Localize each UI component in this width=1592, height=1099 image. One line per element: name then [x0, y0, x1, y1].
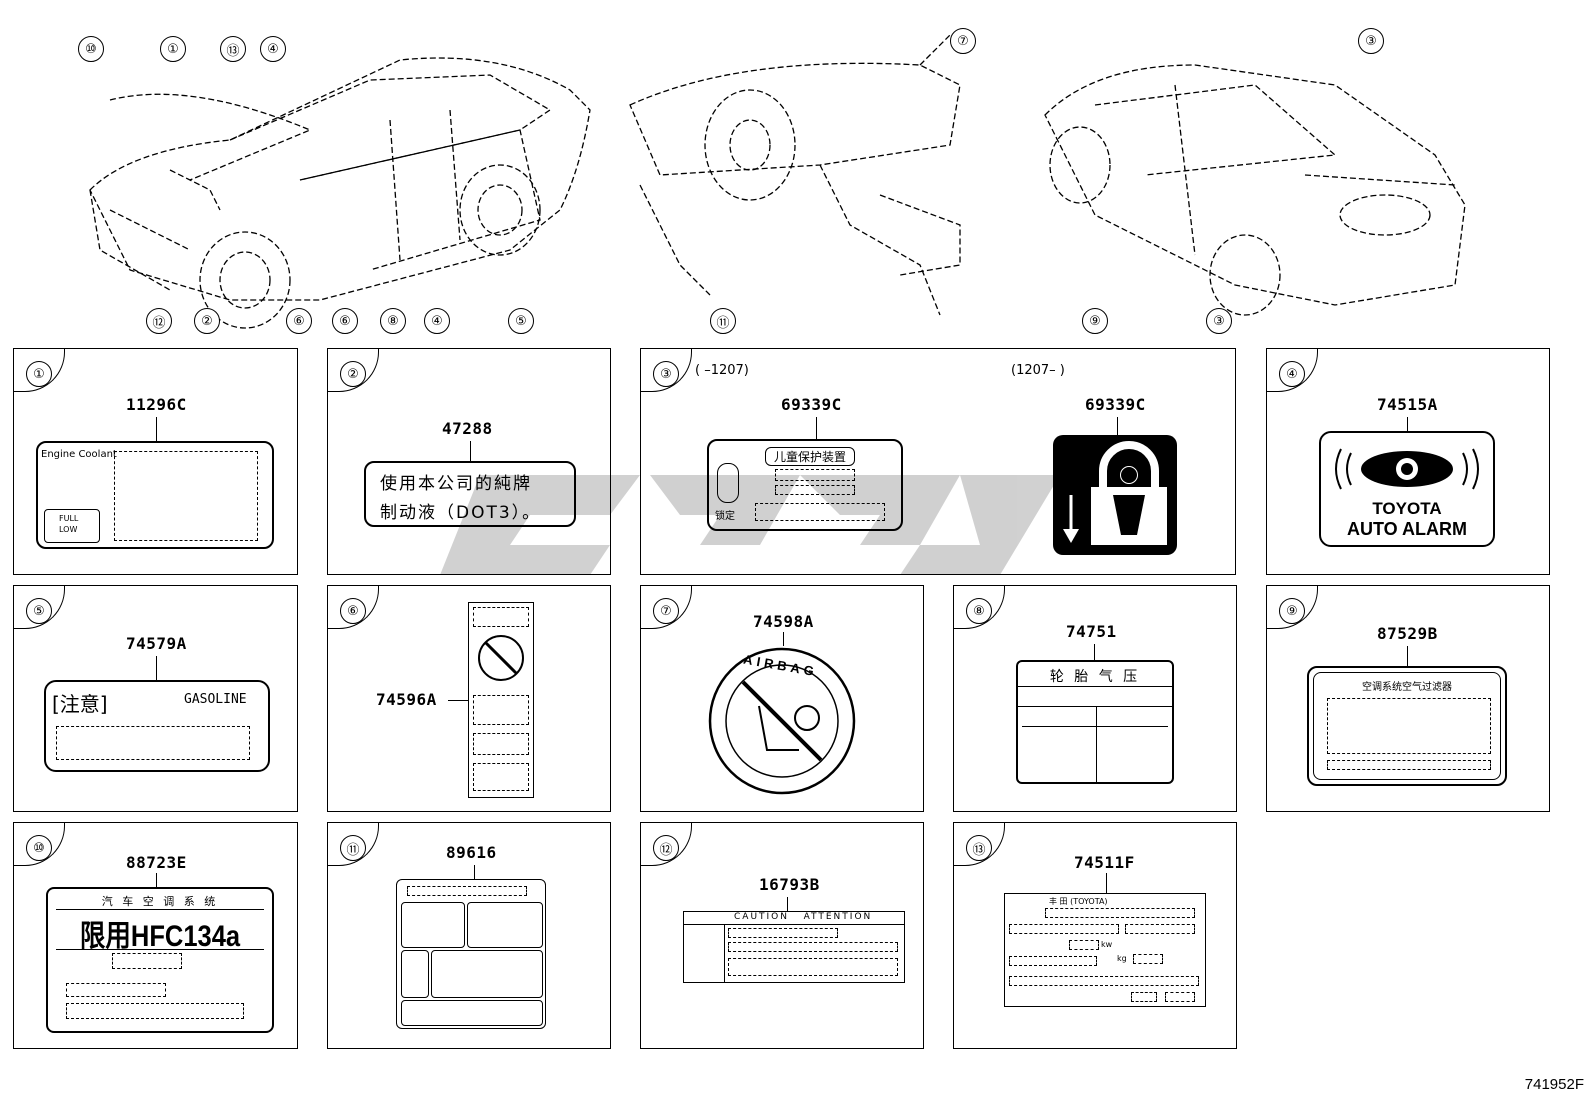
part-number: 74511F [1074, 853, 1135, 872]
panel-4: ④ 74515A TOYOTA AUTO ALARM [1266, 348, 1550, 575]
panel-13: ⑬ 74511F 丰 田 (TOYOTA) kw kg [953, 822, 1237, 1049]
ac-refrigerant-label: 汽 车 空 调 系 统 限用HFC134a [46, 887, 274, 1033]
callout-4-top: ④ [260, 36, 286, 62]
callout-2-bottom: ② [194, 308, 220, 334]
front-car-illustration [89, 57, 591, 329]
panel-number: ⑦ [653, 598, 679, 624]
panel-number: ⑨ [1279, 598, 1305, 624]
callout-12-bottom: ⑫ [146, 308, 172, 334]
part-number: 47288 [442, 419, 493, 438]
panel-2: ② 47288 使用本公司的純牌 制动液（DOT3）。 [327, 348, 611, 575]
panel-number: ⑬ [966, 835, 992, 861]
panel-12: ⑫ 16793B CAUTION ATTENTION [640, 822, 924, 1049]
date-range-before: ( –1207) [695, 363, 749, 378]
part-number: 74579A [126, 634, 187, 653]
panel-number: ⑪ [340, 835, 366, 861]
panel-8: ⑧ 74751 轮 胎 气 压 [953, 585, 1237, 812]
alarm-icon [1335, 448, 1479, 490]
part-number: 16793B [759, 875, 820, 894]
panel-11: ⑪ 89616 [327, 822, 611, 1049]
panel-7: ⑦ 74598A AIRBAG [640, 585, 924, 812]
ac-filter-label: 空调系统空气过滤器 [1307, 666, 1507, 786]
panel-5: ⑤ 74579A [注意] GASOLINE [13, 585, 298, 812]
panel-number: ⑤ [26, 598, 52, 624]
part-number: 87529B [1377, 624, 1438, 643]
instruction-label [396, 879, 546, 1029]
panel-6: ⑥ 74596A [327, 585, 611, 812]
airbag-warning-sticker [708, 647, 856, 795]
callout-3-bottom: ③ [1206, 308, 1232, 334]
callout-6a-bottom: ⑥ [286, 308, 312, 334]
auto-alarm-label: TOYOTA AUTO ALARM [1319, 431, 1495, 547]
part-number: 88723E [126, 853, 187, 872]
part-number: 89616 [446, 843, 497, 862]
part-number-1: 69339C [781, 395, 842, 414]
panel-number: ⑥ [340, 598, 366, 624]
brake-fluid-label: 使用本公司的純牌 制动液（DOT3）。 [364, 461, 576, 527]
part-number: 74751 [1066, 622, 1117, 641]
part-number-2: 69339C [1085, 395, 1146, 414]
callout-1-top: ① [160, 36, 186, 62]
part-number: 74598A [753, 612, 814, 631]
rear-car-illustration [1044, 64, 1466, 316]
callout-8-bottom: ⑧ [380, 308, 406, 334]
coolant-title: Engine Coolant [41, 449, 117, 460]
panel-9: ⑨ 87529B 空调系统空气过滤器 [1266, 585, 1550, 812]
date-range-after: (1207– ) [1011, 363, 1065, 378]
vehicle-id-plate: 丰 田 (TOYOTA) kw kg [1004, 893, 1206, 1007]
panel-3: ③ ( –1207) (1207– ) 69339C 儿童保护装置 锁定 693… [640, 348, 1236, 575]
panel-number: ⑩ [26, 835, 52, 861]
panel-number: ① [26, 361, 52, 387]
part-number: 74515A [1377, 395, 1438, 414]
child-lock-label: 儿童保护装置 锁定 [707, 439, 903, 531]
callout-3-top: ③ [1358, 28, 1384, 54]
callout-11-bottom: ⑪ [710, 308, 736, 334]
panel-number: ⑫ [653, 835, 679, 861]
panel-1: ① 11296C Engine Coolant FULL LOW [13, 348, 298, 575]
callout-5-bottom: ⑤ [508, 308, 534, 334]
part-number: 74596A [376, 690, 437, 709]
callout-13-top: ⑬ [220, 36, 246, 62]
part-number: 11296C [126, 395, 187, 414]
coolant-reservoir-icon: FULL LOW [44, 509, 100, 543]
tire-pressure-label: 轮 胎 气 压 [1016, 660, 1174, 784]
panel-number: ② [340, 361, 366, 387]
caution-label: CAUTION ATTENTION [683, 911, 905, 983]
no-child-seat-icon [478, 635, 524, 681]
callout-4-bottom: ④ [424, 308, 450, 334]
child-lock-icon [1053, 435, 1177, 555]
diagram-code: 741952F [1524, 1076, 1584, 1093]
coolant-label: Engine Coolant FULL LOW [36, 441, 274, 549]
callout-6b-bottom: ⑥ [332, 308, 358, 334]
interior-illustration [629, 34, 961, 316]
airbag-warning-tag [468, 602, 534, 798]
panel-number: ⑧ [966, 598, 992, 624]
panel-10: ⑩ 88723E 汽 车 空 调 系 统 限用HFC134a [13, 822, 298, 1049]
callout-7-top: ⑦ [950, 28, 976, 54]
panel-number: ④ [1279, 361, 1305, 387]
gasoline-label: [注意] GASOLINE [44, 680, 270, 772]
callout-9-bottom: ⑨ [1082, 308, 1108, 334]
panel-number: ③ [653, 361, 679, 387]
watermark-logo [440, 475, 1060, 575]
callout-10-top: ⑩ [78, 36, 104, 62]
